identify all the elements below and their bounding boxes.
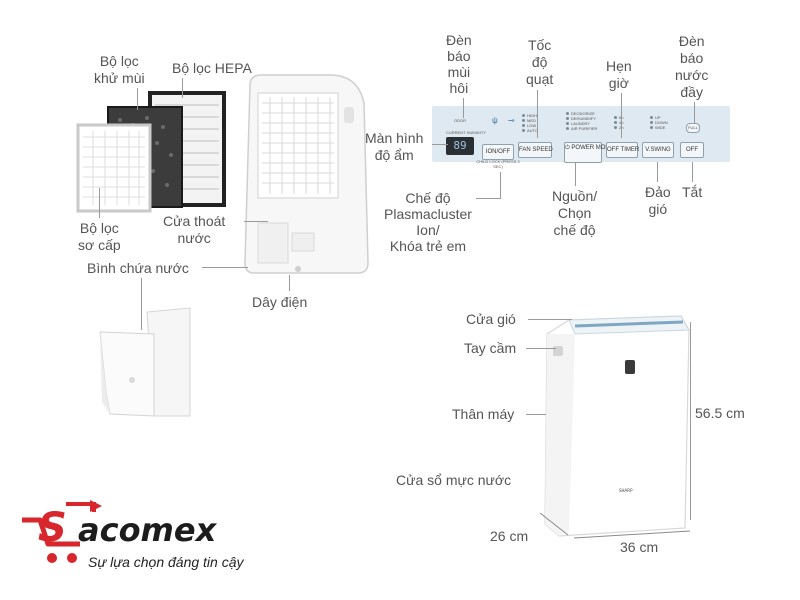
- label-handle: Tay cầm: [464, 340, 517, 356]
- pointer-line: [182, 78, 183, 98]
- pointer-line: [657, 162, 658, 182]
- cart-icon: [22, 500, 102, 563]
- pointer-line: [141, 278, 142, 330]
- pointer-line: [526, 348, 556, 349]
- pointer-line: [537, 90, 538, 138]
- logo-tagline: Sự lựa chọn đáng tin cậy: [88, 554, 244, 570]
- logo-text: acomex: [78, 511, 217, 549]
- full-indicator: FULL: [686, 123, 700, 133]
- ion-icon: ψ: [492, 116, 498, 125]
- fan-speed-indicators: HIGH MED LOW AUTO: [522, 113, 538, 133]
- pointer-line: [526, 414, 546, 415]
- pointer-line: [528, 319, 572, 320]
- sacomex-logo: S acomex Sự lựa chọn đáng tin cậy: [18, 498, 288, 578]
- label-height: 56.5 cm: [695, 405, 745, 421]
- pointer-line: [289, 275, 290, 291]
- fan-speed-button[interactable]: FAN SPEED: [518, 142, 553, 158]
- pointer-line: [99, 188, 100, 218]
- lock-icon: ⊸: [508, 116, 515, 125]
- pointer-line: [202, 267, 248, 268]
- child-lock-text: CHILD LOCK (PRESS 3 SEC): [476, 159, 520, 169]
- label-width: 36 cm: [620, 539, 659, 555]
- pointer-line: [432, 144, 448, 145]
- timer-indicators: 6h 4h 2h: [614, 115, 623, 130]
- label-hepa-filter: Bộ lọc HEPA: [172, 60, 252, 76]
- off-button[interactable]: OFF: [680, 142, 704, 158]
- label-body: Thân máy: [452, 406, 515, 422]
- pointer-line: [476, 198, 501, 199]
- pointer-line: [575, 162, 576, 186]
- pointer-line: [137, 88, 138, 110]
- rear-unit-illustration: [244, 74, 369, 274]
- logo-letter-s: S: [38, 505, 67, 551]
- power-icon: ⏻: [565, 145, 572, 151]
- humidity-display: 89: [446, 137, 474, 155]
- mode-indicators: DEODORIZE DEHUMIDIFY LAUNDRY AIR PURIFIE…: [566, 111, 597, 131]
- label-water-tank: Bình chứa nước: [87, 260, 189, 276]
- pointer-line: [244, 221, 268, 222]
- control-panel: ODOR CURRENT HUMIDITY 89 ψ ⊸ ION/OFF CHI…: [432, 106, 730, 169]
- front-unit-illustration: SHARP: [544, 315, 690, 537]
- label-air-vent: Cửa gió: [466, 311, 516, 327]
- label-depth: 26 cm: [490, 528, 529, 544]
- filters-illustration: [76, 91, 226, 213]
- humidity-text: CURRENT HUMIDITY: [446, 130, 486, 135]
- power-mode-button[interactable]: ⏻ POWER MODE: [564, 142, 614, 163]
- water-tank-illustration: [99, 307, 191, 417]
- off-timer-button[interactable]: OFF TIMER: [606, 142, 639, 158]
- height-dimension-line: [690, 322, 691, 520]
- label-off: Tắt: [682, 184, 703, 200]
- swing-indicators: UP DOWN WIDE: [650, 115, 668, 130]
- pointer-line: [692, 162, 693, 182]
- pointer-line: [500, 172, 501, 198]
- label-power-cord: Dây điện: [252, 294, 308, 310]
- ion-off-button[interactable]: ION/OFF: [482, 144, 514, 160]
- sharp-brand-text: SHARP: [619, 488, 633, 493]
- v-swing-button[interactable]: V.SWING: [642, 142, 674, 158]
- label-water-window: Cửa sổ mực nước: [396, 472, 512, 488]
- pointer-line: [463, 98, 464, 118]
- pointer-line: [694, 102, 695, 124]
- base-dimension-lines: [539, 512, 691, 539]
- pointer-line: [621, 93, 622, 138]
- odor-indicator-text: ODOR: [454, 118, 466, 123]
